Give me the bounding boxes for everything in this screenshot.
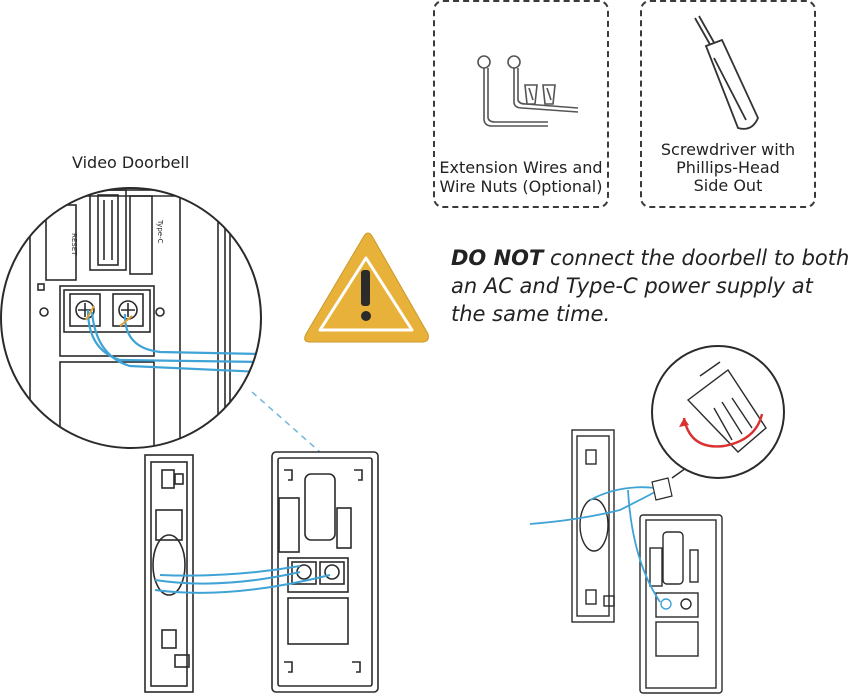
warning-triangle-icon [304,232,429,343]
mounting-plate-left [144,454,194,693]
wire-nut-zoom-circle [651,345,785,479]
screwdriver-icon [694,15,759,130]
extension-wires-label-line1: Extension Wires and [439,158,603,177]
zoom-leader-line [251,391,321,453]
screwdriver-label-line3: Side Out [693,176,763,195]
warning-text: DO NOT connect the doorbell to both an A… [451,244,851,328]
doorbell-back-right [639,514,723,694]
screwdriver-label-line2: Phillips-Head [676,158,780,177]
warning-body: connect the doorbell to both an AC and T… [451,246,850,326]
screwdriver-label-line1: Screwdriver with [660,140,796,159]
connection-wires-left [154,565,331,594]
reset-label: RESET [70,233,78,256]
warning-emphasis: DO NOT [451,246,544,270]
mounting-plate-right [571,429,615,623]
extension-wires-icon [477,55,579,127]
rotate-arrow-icon [682,413,764,448]
typec-label: Type-C [156,219,164,244]
screwdriver-box: Screwdriver with Phillips-Head Side Out [640,0,816,208]
zoom-detail-circle: RESET Type-C [0,187,262,449]
extension-wires-label-line2: Wire Nuts (Optional) [439,177,603,196]
connection-wires-right [529,486,661,603]
video-doorbell-label: Video Doorbell [72,153,190,172]
wire-nut-small [651,477,673,501]
doorbell-back-left [271,451,379,693]
